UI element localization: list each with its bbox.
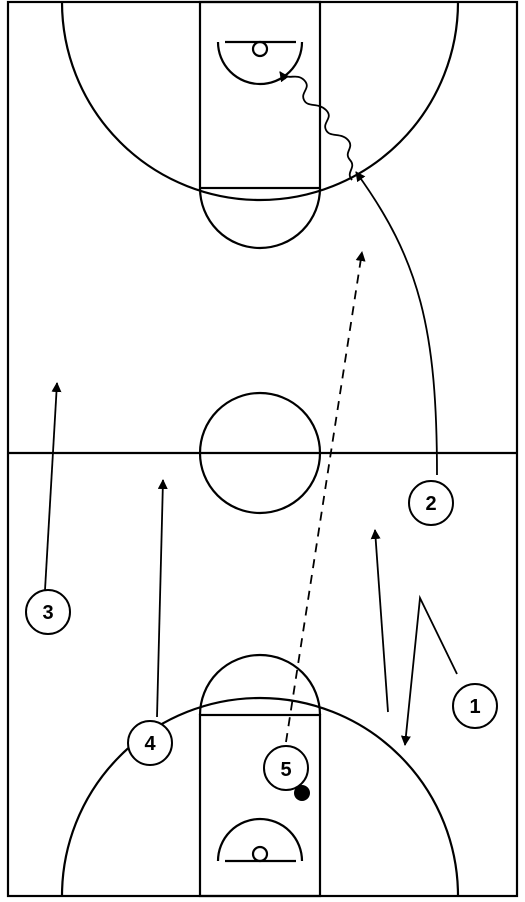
player-1-cut-arrow-down <box>400 594 458 746</box>
top-free-throw-circle <box>198 187 322 250</box>
top-lane <box>198 0 322 190</box>
player-4-cut-arrow <box>156 479 168 718</box>
player-4: 4 <box>127 720 173 766</box>
bottom-free-throw-circle <box>198 653 322 716</box>
court-markings <box>6 0 519 898</box>
player-2-curved-cut-arrow <box>355 171 438 476</box>
player-5-marker <box>263 745 309 791</box>
player-3-marker <box>25 589 71 635</box>
player-5: 5 <box>263 745 309 791</box>
player-1-cut-arrow-up <box>370 529 389 713</box>
player-3-cut-arrow <box>44 382 62 591</box>
court-boundary <box>6 0 519 898</box>
top-rim <box>251 40 269 58</box>
player-1: 1 <box>452 683 498 729</box>
dribble-arrow <box>279 71 354 181</box>
pass-arrow <box>285 251 366 743</box>
bottom-three-point-line <box>60 696 460 897</box>
bottom-restricted-arc <box>216 817 304 862</box>
player-4-label: 4 <box>144 733 156 755</box>
basketball <box>294 785 310 801</box>
center-circle <box>198 391 322 515</box>
top-restricted-arc <box>216 41 304 86</box>
player-2-marker <box>408 480 454 526</box>
bottom-lane <box>198 713 322 898</box>
player-2: 2 <box>408 480 454 526</box>
top-three-point-line <box>60 1 460 202</box>
play-movements <box>44 71 458 746</box>
player-3: 3 <box>25 589 71 635</box>
player-3-label: 3 <box>42 602 53 624</box>
bottom-rim <box>251 845 269 863</box>
player-1-label: 1 <box>469 696 480 718</box>
player-5-label: 5 <box>280 759 291 781</box>
player-1-marker <box>452 683 498 729</box>
player-4-marker <box>127 720 173 766</box>
player-2-label: 2 <box>425 493 436 515</box>
